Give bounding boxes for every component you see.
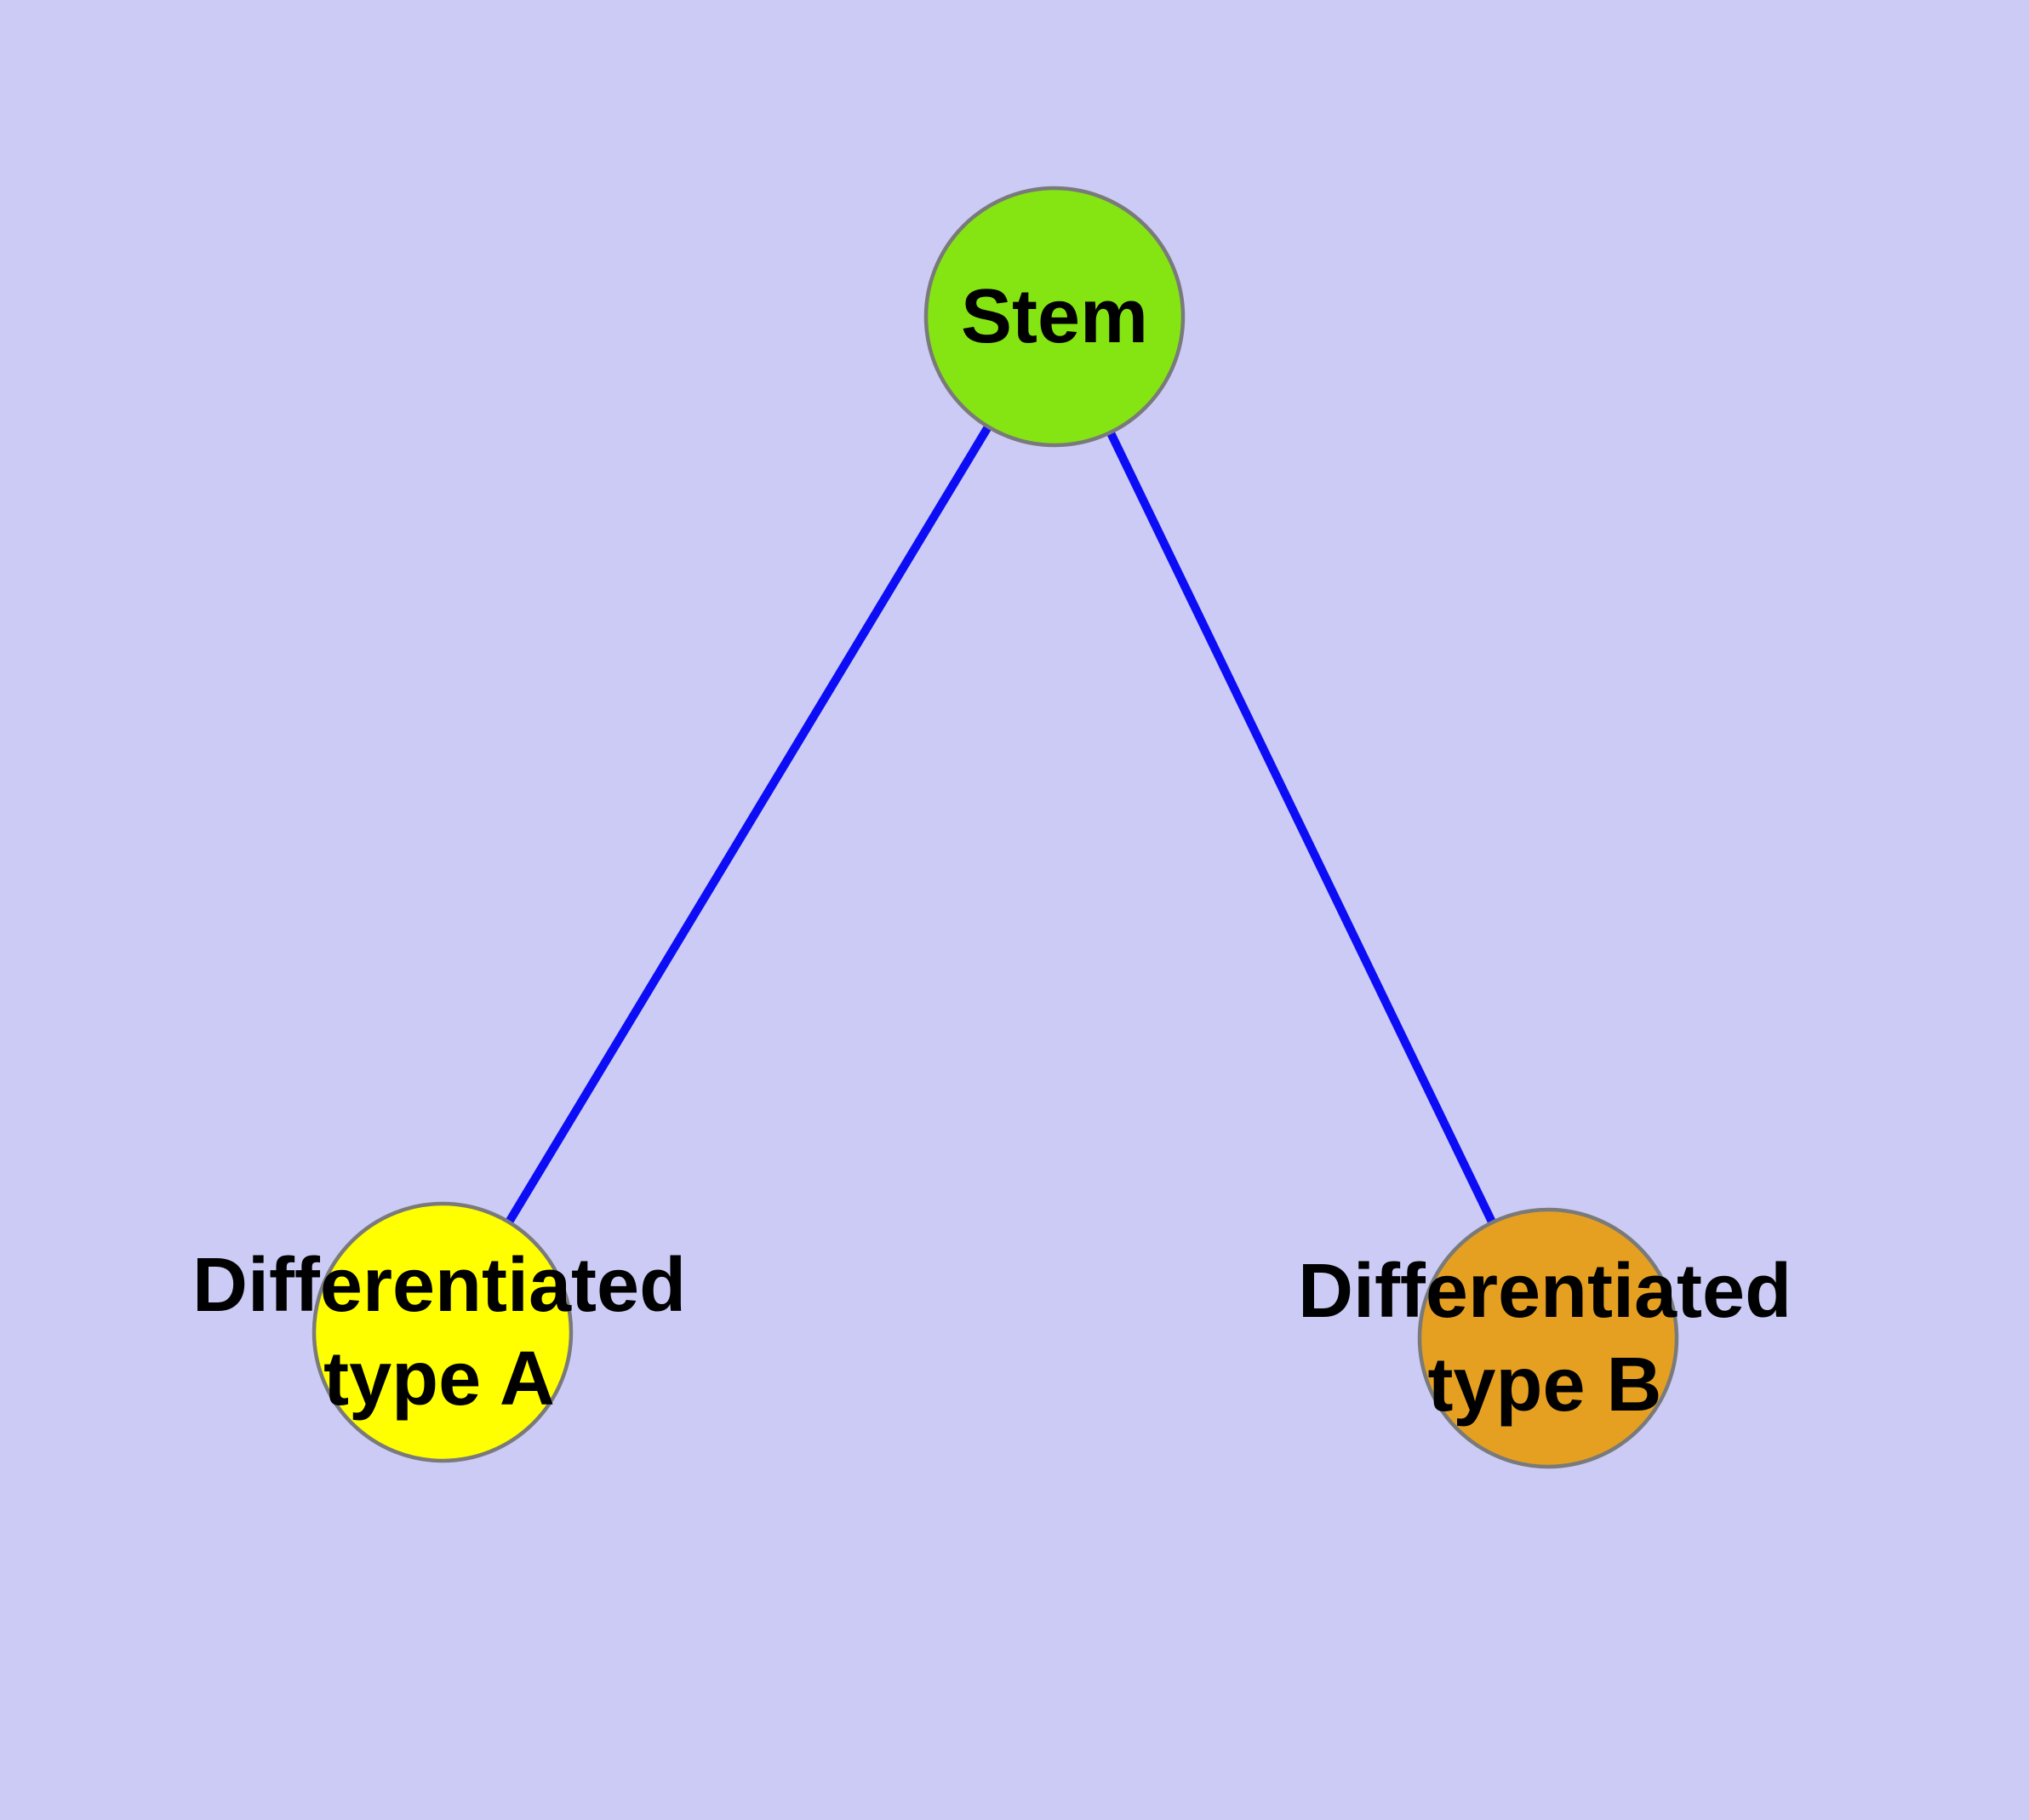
node-label-differentiated-type-a: Differentiated type A	[191, 1243, 687, 1422]
edge-stem-to-type-b	[1050, 314, 1552, 1341]
node-label-stem: Stem	[960, 274, 1149, 359]
node-label-differentiated-type-b: Differentiated type B	[1297, 1249, 1792, 1428]
node-stem	[923, 186, 1186, 448]
node-differentiated-type-b	[1417, 1207, 1679, 1469]
node-differentiated-type-a	[311, 1201, 574, 1463]
edge-stem-to-type-a	[438, 314, 1059, 1335]
